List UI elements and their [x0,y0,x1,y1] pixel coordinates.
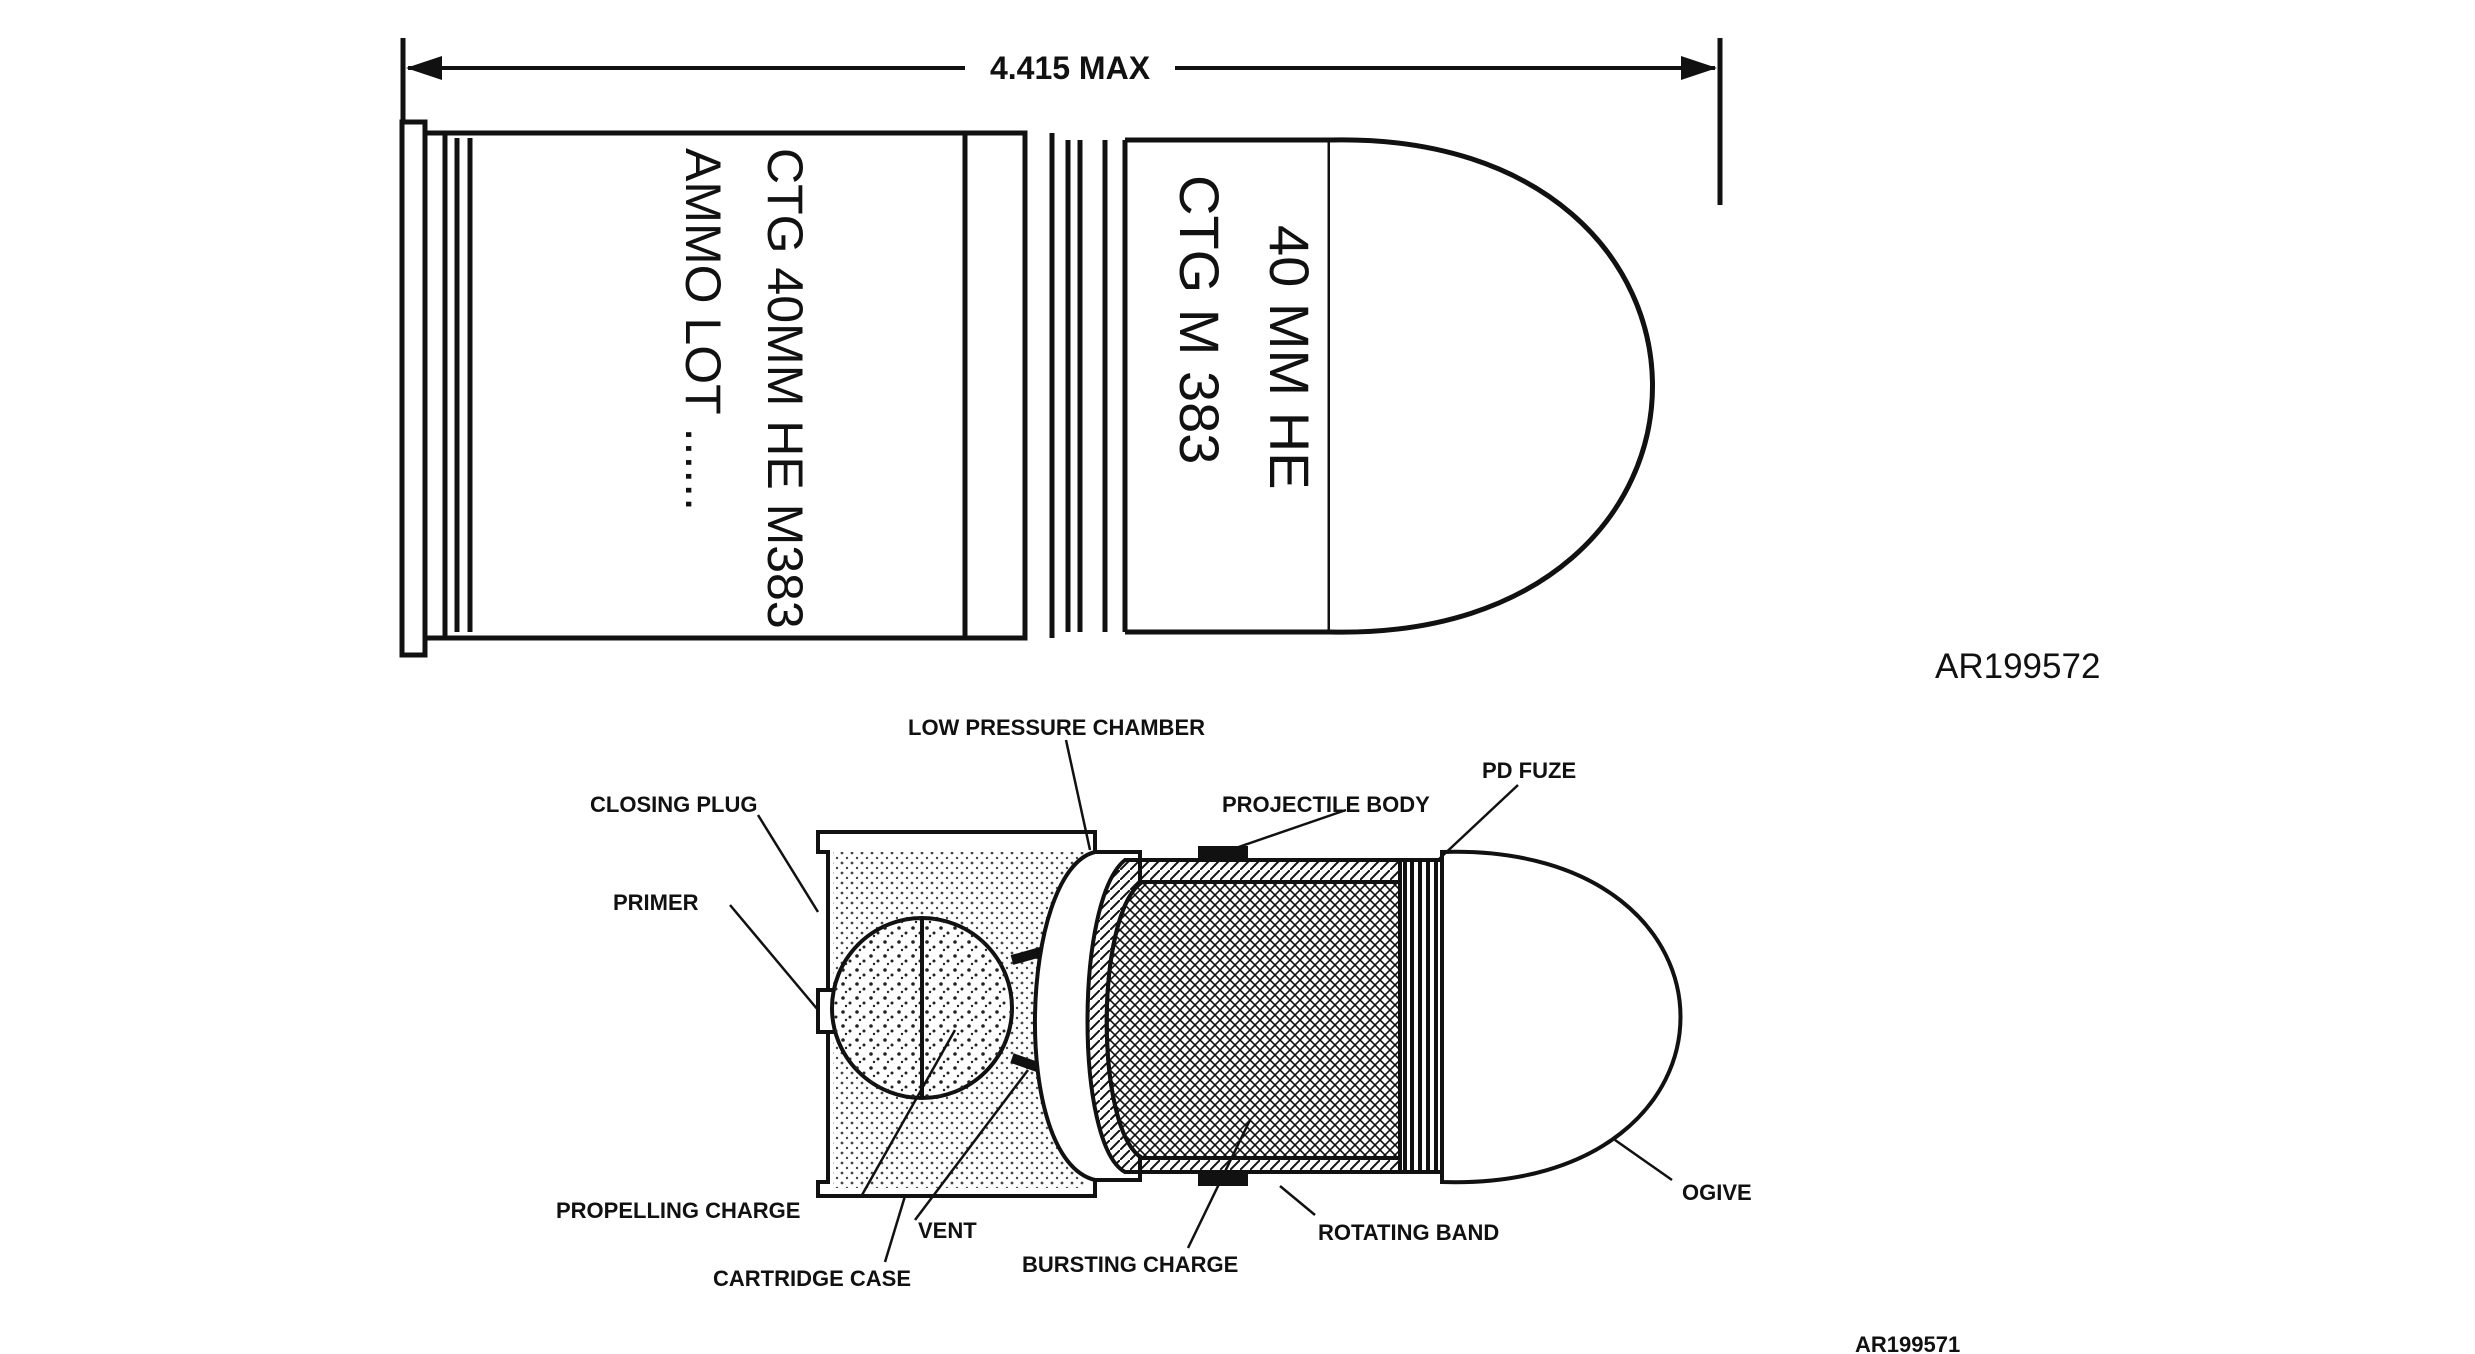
leader-lines [729,739,1673,1263]
cutaway-labels: LOW PRESSURE CHAMBER PD FUZE PROJECTILE … [556,715,1752,1291]
case-markings: CTG 40MM HE M383 AMMO LOT ...... [675,148,813,629]
figure-id-bottom: AR199571 [1855,1332,1960,1354]
cartridge-side-view [399,119,1655,658]
dimension-line: 4.415 MAX [400,38,1723,205]
projectile-marking-line-1: 40 MM HE [1258,225,1321,490]
label-vent: VENT [918,1218,977,1243]
label-low-pressure-chamber: LOW PRESSURE CHAMBER [908,715,1205,740]
label-ogive: OGIVE [1682,1180,1752,1205]
label-cartridge-case: CARTRIDGE CASE [713,1266,911,1291]
projectile-marking-line-2: CTG M 383 [1168,175,1231,464]
dimension-label: 4.415 MAX [990,50,1151,86]
label-pd-fuze: PD FUZE [1482,758,1576,783]
case-marking-line-1: CTG 40MM HE M383 [757,148,813,629]
label-projectile-body: PROJECTILE BODY [1222,792,1430,817]
label-rotating-band: ROTATING BAND [1318,1220,1499,1245]
label-closing-plug: CLOSING PLUG [590,792,757,817]
label-propelling-charge: PROPELLING CHARGE [556,1198,800,1223]
figure-id-top: AR199572 [1935,647,2100,686]
cutaway-view [816,830,1683,1198]
label-bursting-charge: BURSTING CHARGE [1022,1252,1238,1277]
case-marking-line-2: AMMO LOT ...... [675,148,731,511]
label-primer: PRIMER [613,890,699,915]
projectile-markings: 40 MM HE CTG M 383 [1168,175,1321,490]
